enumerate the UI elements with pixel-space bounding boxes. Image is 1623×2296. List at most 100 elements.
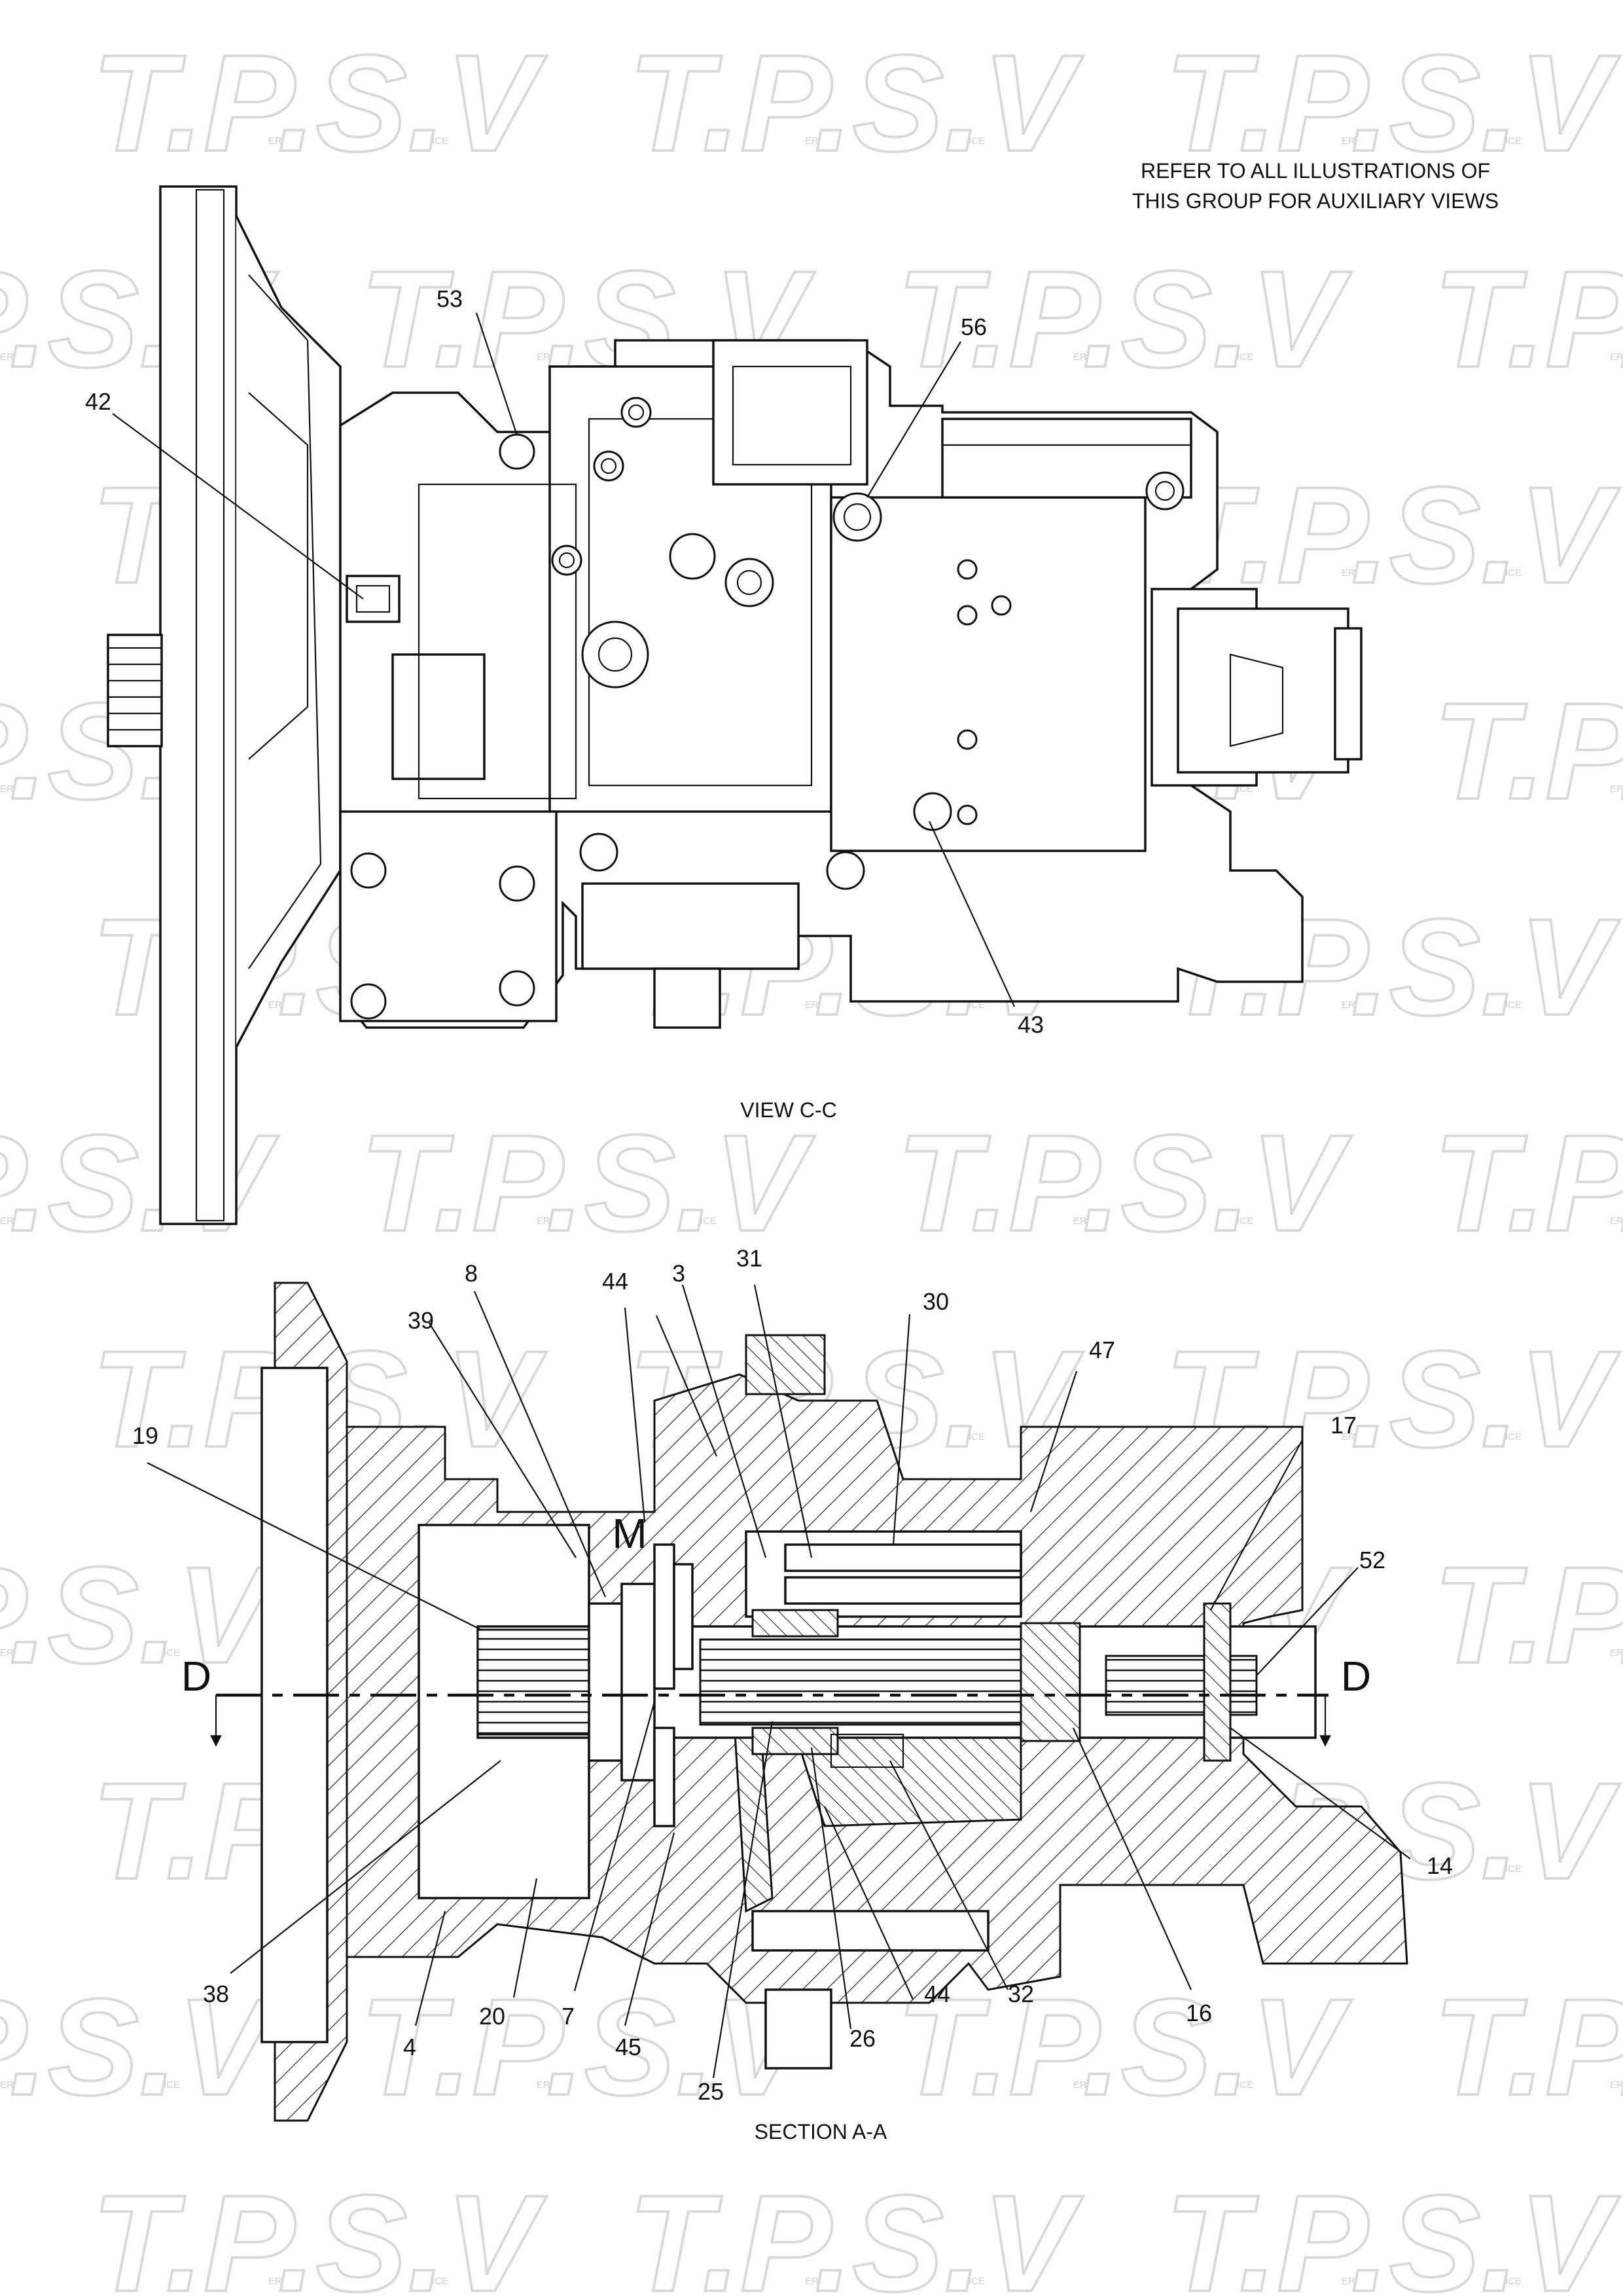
watermark-logo: T.P.S.VER ICE [0, 1969, 280, 2125]
callout-53: 53 [437, 285, 463, 312]
watermark-logo-text: T.P.S.V [897, 1970, 1352, 2124]
callout-38: 38 [203, 1981, 229, 2007]
watermark-sub-left: ER [805, 2276, 819, 2287]
watermark-sub-right: ICE [1505, 135, 1522, 147]
watermark-sub-left: ER [1342, 999, 1355, 1011]
watermark-sub-left: ER [1342, 567, 1355, 579]
watermark-sub-right: ICE [1237, 2079, 1253, 2090]
callout-26: 26 [849, 2025, 876, 2052]
view-cc-drawing [107, 185, 1363, 1225]
watermark-sub-left: ER [1610, 1215, 1623, 1227]
section-letter-d-left: D [181, 1653, 211, 1700]
watermark-sub-left: ER [268, 2276, 282, 2287]
callout-20: 20 [479, 2003, 505, 2030]
watermark-sub-right: ICE [164, 2079, 180, 2090]
callout-30: 30 [923, 1288, 949, 1315]
watermark-logo-text: T.P.S.V [1433, 242, 1623, 396]
watermark-sub-right: ICE [164, 1647, 180, 1659]
watermark-logo-text: T.P.S.V [0, 1970, 279, 2124]
watermark-sub-left: ER [1610, 783, 1623, 795]
watermark-sub-left: ER [1342, 135, 1355, 147]
watermark-sub-right: ICE [1505, 999, 1522, 1011]
section-letter-m: M [612, 1510, 647, 1557]
bolt-43 [913, 792, 952, 831]
callout-17: 17 [1330, 1412, 1357, 1439]
callout-39: 39 [408, 1307, 434, 1334]
callout-43: 43 [1018, 1011, 1044, 1038]
watermark-logo: T.P.S.VER ICE [90, 25, 548, 181]
watermark-sub-right: ICE [969, 135, 985, 147]
input-shaft-spline [107, 634, 163, 747]
callout-44-bottom: 44 [924, 1981, 950, 2007]
watermark-logo-text: T.P.S.V [92, 2166, 547, 2296]
watermark-sub-right: ICE [969, 1431, 985, 1443]
watermark-logo-text: T.P.S.V [1165, 458, 1620, 612]
watermark-logo-text: T.P.S.V [897, 1106, 1352, 1260]
section-aa-caption: SECTION A-A [755, 2120, 887, 2144]
watermark-logo: T.P.S.VER ICE [627, 2165, 1085, 2296]
watermark-sub-left: ER [1073, 2079, 1087, 2090]
bearing-16 [1020, 1622, 1081, 1742]
watermark-sub-left: ER [1342, 2276, 1355, 2287]
callout-19: 19 [132, 1422, 158, 1449]
callout-47: 47 [1089, 1336, 1115, 1363]
watermark-sub-right: ICE [1505, 567, 1522, 579]
watermark-sub-right: ICE [1505, 1431, 1522, 1443]
watermark-sub-right: ICE [700, 2079, 717, 2090]
watermark-sub-right: ICE [1505, 1863, 1522, 1874]
bolt-56 [832, 492, 882, 542]
watermark-sub-right: ICE [1237, 351, 1253, 363]
watermark-sub-left: ER [268, 135, 282, 147]
callout-56: 56 [961, 314, 987, 340]
watermark-logo: T.P.S.VER ICE [627, 25, 1085, 181]
section-aa-drawing [147, 1282, 1411, 2122]
watermark-sub-right: ICE [969, 2276, 985, 2287]
watermark-logo: T.P.S.VER ICE [359, 1105, 817, 1261]
watermark-logo-text: T.P.S.V [1433, 674, 1623, 828]
mounting-flange-plate [159, 185, 238, 1225]
view-cc-caption: VIEW C-C [740, 1098, 837, 1122]
watermark-sub-left: ER [0, 2079, 14, 2090]
solenoid-top [712, 339, 868, 486]
watermark-sub-right: ICE [1237, 1215, 1253, 1227]
callout-16: 16 [1186, 2000, 1212, 2026]
watermark-logo-text: T.P.S.V [628, 2166, 1084, 2296]
callout-4: 4 [403, 2034, 416, 2060]
watermark-logo-text: T.P.S.V [360, 1106, 815, 1260]
watermark-logo-text: T.P.S.V [92, 26, 547, 180]
watermark-sub-left: ER [1610, 1647, 1623, 1659]
watermark-sub-left: ER [1610, 351, 1623, 363]
watermark-logo-text: T.P.S.V [897, 242, 1352, 396]
callout-7: 7 [562, 2003, 575, 2030]
watermark-sub-left: ER [0, 783, 14, 795]
callout-45: 45 [615, 2034, 641, 2060]
watermark-logo-text: T.P.S.V [628, 26, 1084, 180]
callout-3: 3 [672, 1260, 685, 1287]
side-solenoid-connector [1177, 607, 1349, 774]
callout-31: 31 [736, 1245, 762, 1272]
watermark-sub-left: ER [537, 1215, 550, 1227]
watermark-logo: T.P.S.VER ICE [895, 241, 1353, 397]
watermark-sub-right: ICE [432, 135, 448, 147]
watermark-sub-left: ER [805, 135, 819, 147]
watermark-sub-left: ER [268, 999, 282, 1011]
watermark-sub-left: ER [1342, 1431, 1355, 1443]
watermark-logo: T.P.S.VER ICE [1164, 457, 1622, 613]
watermark-sub-left: ER [537, 2079, 550, 2090]
watermark-sub-left: ER [1073, 351, 1087, 363]
watermark-logo-text: T.P.S.V [1433, 1106, 1623, 1260]
note-line-2: THIS GROUP FOR AUXILIARY VIEWS [1132, 189, 1499, 213]
watermark-sub-left: ER [537, 351, 550, 363]
plug-42 [346, 575, 401, 623]
watermark-sub-right: ICE [700, 1215, 717, 1227]
watermark-sub-left: ER [805, 999, 819, 1011]
watermark-sub-left: ER [0, 351, 14, 363]
section-letter-d-right: D [1341, 1653, 1371, 1700]
watermark-logo-text: T.P.S.V [1165, 26, 1620, 180]
